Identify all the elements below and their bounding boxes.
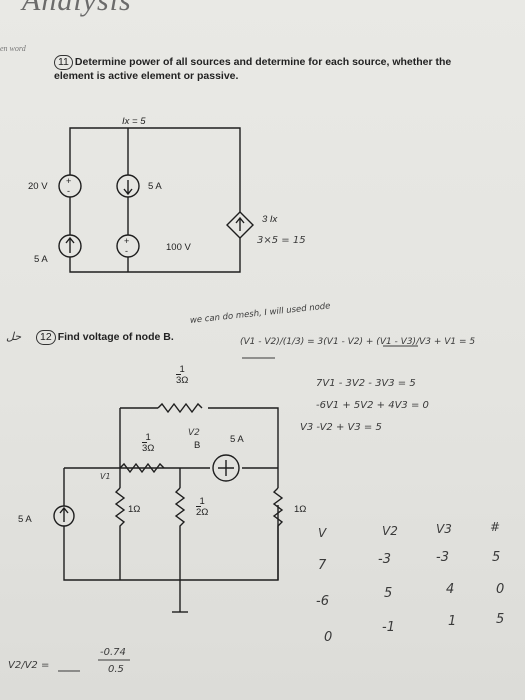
ix-label: Ix = 5 xyxy=(122,116,146,127)
20v-plus: + xyxy=(66,176,72,186)
arrow-up-dep xyxy=(235,216,245,231)
hand-eq4: V3 -V2 + V3 = 5 xyxy=(300,422,382,433)
source-5a-left-label: 5 A xyxy=(18,514,32,525)
matrix-header-3: # xyxy=(490,520,501,534)
matrix-cell-1-1: 5 xyxy=(384,586,393,601)
hand-eq2: 7V1 - 3V2 - 3V3 = 5 xyxy=(316,378,416,389)
matrix-cell-1-2: 4 xyxy=(446,582,455,597)
matrix-cell-1-0: -6 xyxy=(316,594,329,609)
circuit1-20v-source xyxy=(58,174,82,198)
circuit2-r-half-zigzag xyxy=(174,487,186,530)
corner-note: en word xyxy=(0,44,26,53)
node-v1: V1 xyxy=(100,472,111,481)
matrix-cell-2-3: 5 xyxy=(496,612,505,627)
matrix-cell-2-0: 0 xyxy=(324,630,333,645)
matrix-cell-1-3: 0 xyxy=(496,582,505,597)
matrix-cell-0-1: -3 xyxy=(378,552,391,567)
100v-label: 100 V xyxy=(166,242,191,253)
matrix-cell-2-1: -1 xyxy=(382,620,395,635)
circuit2-r-1ohm-right-zigzag xyxy=(272,487,284,530)
r-1ohm-left-label: 1Ω xyxy=(128,504,141,515)
node-v2: V2 xyxy=(188,428,200,438)
5a-mid-label: 5 A xyxy=(148,181,162,192)
circuit2-r-1ohm-left-zigzag xyxy=(114,487,126,530)
question-12-text: Find voltage of node B. xyxy=(57,331,174,343)
arrow-up-left xyxy=(65,236,75,253)
circuit2-arrow-left xyxy=(59,506,69,522)
question-12-number: 12 xyxy=(36,330,56,345)
dep-source-calc: 3×5 = 15 xyxy=(257,235,306,246)
circuit2-r-mid-zigzag xyxy=(119,462,165,474)
circuit1-100v-source xyxy=(116,234,140,258)
question-11-line1: Determine power of all sources and deter… xyxy=(74,56,452,68)
5a-left-label: 5 A xyxy=(34,254,48,265)
bottom-left-den: 0.5 xyxy=(108,664,124,675)
circuit2-top-branch xyxy=(120,407,279,468)
bottom-left-lhs: V2/V2 = xyxy=(8,660,50,671)
source-5a-right-label: 5 A xyxy=(230,434,244,445)
r-1ohm-right-label: 1Ω xyxy=(294,504,307,515)
circuit2-arrow-right xyxy=(218,460,234,476)
question-11-line2: element is active element or passive. xyxy=(54,70,239,82)
question-12-mark: حل xyxy=(6,330,22,343)
matrix-cell-0-2: -3 xyxy=(436,550,449,565)
matrix-header-1: V2 xyxy=(382,524,398,538)
20v-minus: - xyxy=(67,186,70,196)
matrix-cell-2-2: 1 xyxy=(448,614,457,629)
node-b: B xyxy=(194,440,201,451)
matrix-header-0: V xyxy=(318,526,327,540)
title-fragment: Analysis xyxy=(22,0,132,17)
arrow-down-mid xyxy=(123,180,133,196)
bottom-left-num: -0.74 xyxy=(100,647,126,658)
matrix-cell-0-3: 5 xyxy=(492,550,501,565)
20v-label: 20 V xyxy=(28,181,48,192)
dep-source-label: 3 Ix xyxy=(262,214,278,225)
100v-minus: - xyxy=(125,246,128,256)
matrix-header-2: V3 xyxy=(436,522,452,536)
circuit2-frame xyxy=(63,468,279,581)
hand-eq3: -6V1 + 5V2 + 4V3 = 0 xyxy=(316,400,429,411)
circuit2-r-top-zigzag xyxy=(157,402,203,414)
matrix-cell-0-0: 7 xyxy=(318,558,327,573)
circuit1-frame-wire xyxy=(69,127,241,273)
100v-plus: + xyxy=(124,236,130,246)
hand-eq1: (V1 - V2)/(1/3) = 3(V1 - V2) + (V1 - V3)… xyxy=(240,337,476,347)
